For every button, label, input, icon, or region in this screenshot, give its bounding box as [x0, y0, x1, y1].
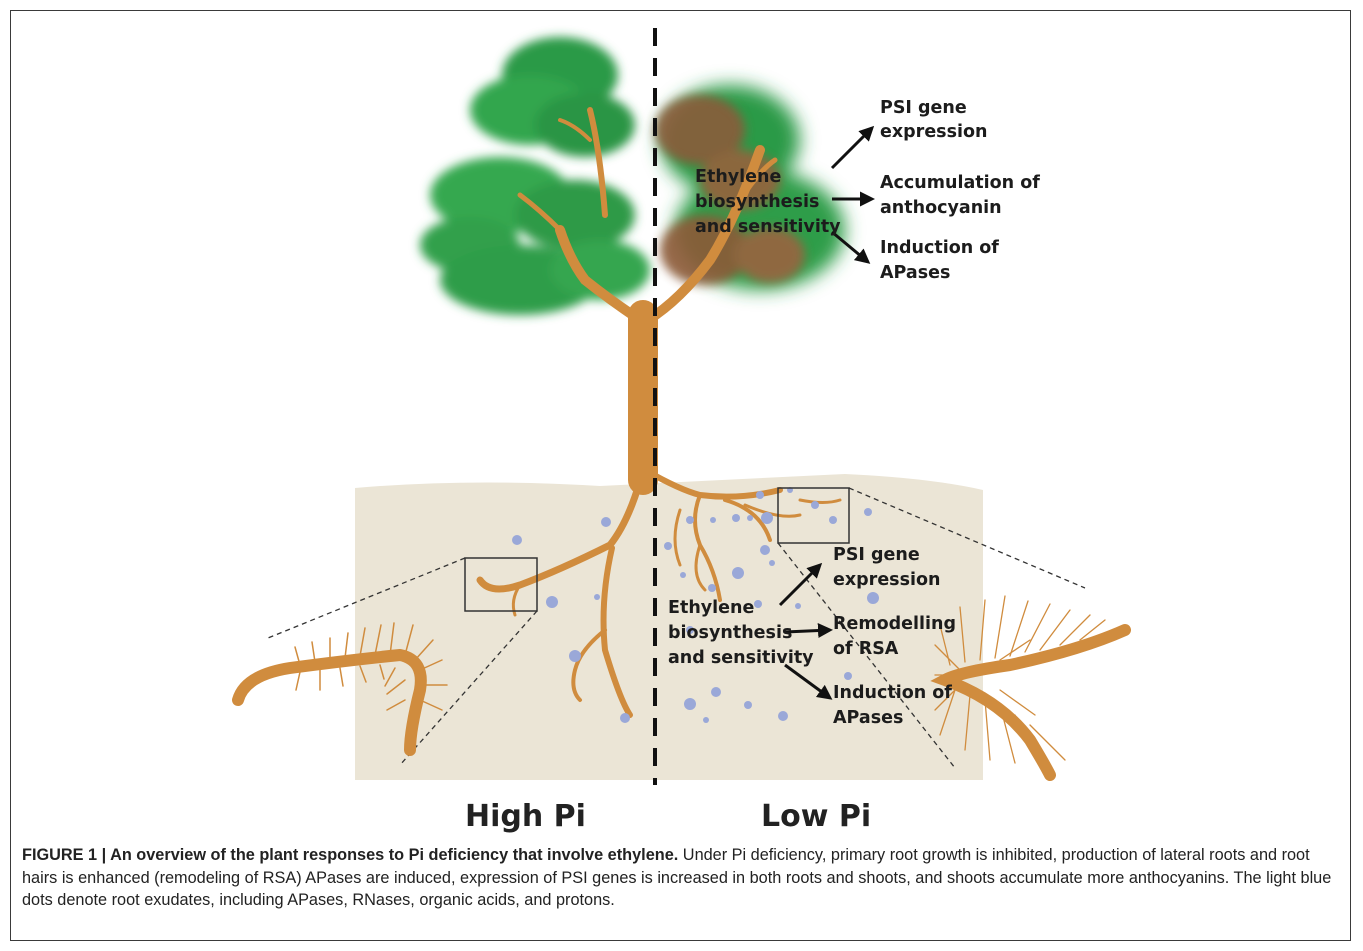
root-response-2-line-2: of RSA	[833, 639, 899, 659]
root-response-1-line-1: PSI gene	[833, 545, 920, 565]
shoot-hormone-line-3: and sensitivity	[695, 217, 841, 237]
root-response-3-line-1: Induction of	[833, 683, 952, 703]
shoot-response-1-line-1: PSI gene	[880, 98, 967, 118]
shoot-response-2-line-2: anthocyanin	[880, 198, 1002, 218]
healthy-foliage	[420, 37, 650, 315]
shoot-response-3-line-2: APases	[880, 263, 950, 283]
shoot-response-3-line-1: Induction of	[880, 238, 999, 258]
root-response-2-line-1: Remodelling	[833, 614, 956, 634]
figure-caption: FIGURE 1 | An overview of the plant resp…	[22, 844, 1332, 912]
root-hormone-line-2: biosynthesis	[668, 623, 792, 643]
shoot-hormone-line-2: biosynthesis	[695, 192, 819, 212]
shoot-response-1-line-2: expression	[880, 122, 988, 142]
root-hormone-line-1: Ethylene	[668, 598, 755, 618]
root-response-1-line-2: expression	[833, 570, 941, 590]
shoot-hormone-line-1: Ethylene	[695, 167, 782, 187]
root-hormone-line-3: and sensitivity	[668, 648, 814, 668]
condition-high-pi: High Pi	[465, 799, 586, 834]
root-response-3-line-2: APases	[833, 708, 903, 728]
condition-low-pi: Low Pi	[761, 799, 871, 834]
shoot-response-2-line-1: Accumulation of	[880, 173, 1040, 193]
plant-diagram: Ethylene biosynthesis and sensitivity PS…	[0, 0, 1363, 840]
caption-heading: FIGURE 1 | An overview of the plant resp…	[22, 846, 678, 864]
